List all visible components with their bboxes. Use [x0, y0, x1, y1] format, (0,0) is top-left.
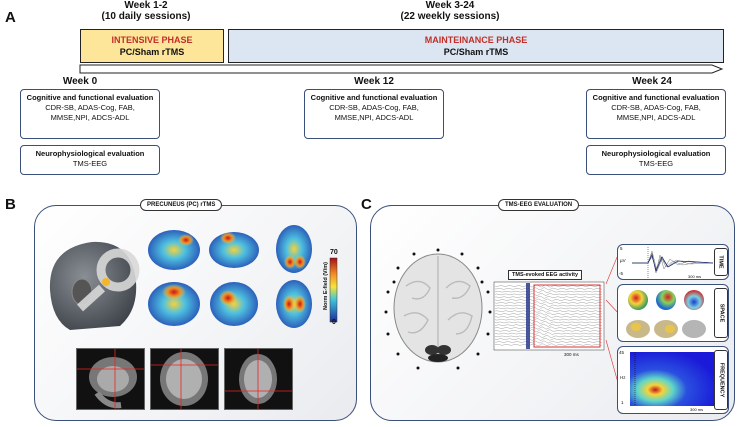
time-y-bot: -5	[619, 271, 624, 276]
eeg-trace-line	[494, 334, 603, 338]
eeg-trace-line	[494, 320, 603, 324]
panel-c-letter: C	[361, 196, 372, 213]
neuro-eval-title: Neurophysiological evaluation	[35, 149, 145, 158]
colorbar-label: Norm E-field (V/m)	[323, 262, 329, 310]
eeg-trace-line	[494, 290, 602, 294]
eeg-activity-label: TMS-evoked EEG activity	[508, 270, 583, 280]
eeg-trace-line	[494, 292, 603, 296]
space-label-box: SPACE	[714, 288, 728, 338]
time-box: 5 µV -5 300 ms TIME	[617, 244, 729, 280]
cog-eval-line1: CDR-SB, ADAS-Cog, FAB,	[329, 103, 419, 112]
eeg-trace-line	[494, 318, 603, 322]
freq-y-unit: Hz	[620, 375, 626, 380]
week-0-label: Week 0	[62, 76, 98, 87]
eeg-trace-line	[494, 323, 603, 327]
colorbar-max: 70	[330, 249, 338, 256]
cog-eval-line1: CDR-SB, ADAS-Cog, FAB,	[45, 103, 135, 112]
time-label-box: TIME	[714, 248, 728, 276]
timeline-arrow	[79, 64, 724, 74]
maintenance-phase-sub: PC/Sham rTMS	[443, 47, 509, 57]
cog-eval-title: Cognitive and functional evaluation	[310, 93, 438, 102]
freq-y-top: 45	[619, 350, 625, 355]
neuro-eval-week0: Neurophysiological evaluation TMS-EEG	[20, 145, 160, 175]
cog-eval-line1: CDR-SB, ADAS-Cog, FAB,	[611, 103, 701, 112]
head-coil-illustration	[49, 241, 140, 330]
eeg-traces	[493, 281, 605, 351]
mri-sagittal-image	[77, 349, 144, 409]
period2-weeks: Week 3-24	[425, 0, 475, 11]
eeg-trace-line	[494, 295, 603, 299]
frequency-box: 45 Hz 1 300 ms FREQUENCY	[617, 346, 729, 414]
time-scale: 300 ms	[688, 274, 702, 279]
cog-eval-week24: Cognitive and functional evaluation CDR-…	[586, 89, 726, 139]
eeg-trace-line	[494, 298, 603, 302]
eeg-head-topview	[384, 248, 492, 370]
cog-eval-title: Cognitive and functional evaluation	[26, 93, 154, 102]
mri-coronal-image	[151, 349, 218, 409]
cog-eval-line2: MMSE,NPI, ADCS-ADL	[334, 113, 414, 122]
frequency-spectrogram	[630, 352, 714, 406]
maintenance-phase-box: MAINTEINANCE PHASE PC/Sham rTMS	[228, 29, 724, 63]
time-y-top: 5	[620, 246, 623, 251]
freq-y-bot: 1	[621, 400, 624, 405]
efield-brain-renderings	[148, 225, 312, 328]
eeg-trace-line	[494, 340, 603, 344]
period2-sessions: (22 weekly sessions)	[400, 11, 500, 22]
eeg-trace-line	[494, 284, 603, 288]
freq-scale: 300 ms	[690, 407, 704, 412]
eeg-trace-line	[494, 309, 603, 313]
space-box: SPACE	[617, 284, 729, 342]
efield-colorbar	[329, 257, 338, 323]
intensive-phase-sub: PC/Sham rTMS	[119, 47, 185, 57]
period1-weeks: Week 1-2	[124, 0, 168, 11]
eeg-trace-line	[495, 306, 603, 310]
time-label: TIME	[718, 255, 725, 269]
space-label: SPACE	[718, 303, 725, 323]
eeg-trace-line	[494, 304, 603, 308]
time-waveforms	[632, 247, 714, 279]
eeg-trace-line	[494, 287, 603, 291]
frequency-label: FREQUENCY	[718, 362, 724, 398]
period1-label: Week 1-2 (10 daily sessions)	[76, 0, 216, 22]
mri-sagittal	[76, 348, 145, 410]
eeg-trace-line	[494, 301, 603, 305]
cog-eval-title: Cognitive and functional evaluation	[592, 93, 720, 102]
mri-axial	[224, 348, 293, 410]
eeg-trace-line	[494, 329, 603, 333]
eeg-trace-line	[494, 337, 603, 341]
panel-c-title: TMS-EEG EVALUATION	[498, 199, 580, 211]
cog-eval-week0: Cognitive and functional evaluation CDR-…	[20, 89, 160, 139]
period2-label: Week 3-24 (22 weekly sessions)	[360, 0, 540, 22]
mri-axial-image	[225, 349, 292, 409]
neuro-eval-line1: TMS-EEG	[638, 159, 674, 168]
panel-b-title: PRECUNEUS (PC) rTMS	[140, 199, 223, 211]
eeg-scale-label: 300 ms	[564, 352, 579, 357]
neuro-eval-title: Neurophysiological evaluation	[601, 149, 711, 158]
intensive-phase-title: INTENSIVE PHASE	[111, 35, 193, 45]
colorbar-min: 0	[332, 319, 336, 326]
neuro-eval-line1: TMS-EEG	[72, 159, 108, 168]
maintenance-phase-title: MAINTEINANCE PHASE	[424, 35, 528, 45]
cog-eval-week12: Cognitive and functional evaluation CDR-…	[304, 89, 444, 139]
eeg-trace-line	[494, 315, 603, 319]
space-topomaps	[626, 290, 706, 338]
time-y-unit: µV	[620, 258, 626, 263]
frequency-label-box: FREQUENCY	[714, 350, 728, 410]
cog-eval-line2: MMSE,NPI, ADCS-ADL	[50, 113, 130, 122]
cog-eval-line2: MMSE,NPI, ADCS-ADL	[616, 113, 696, 122]
eeg-trace-line	[494, 312, 603, 316]
eeg-trace-line	[494, 332, 603, 336]
panel-a-letter: A	[5, 9, 16, 26]
eeg-trace-line	[494, 343, 602, 347]
intensive-phase-box: INTENSIVE PHASE PC/Sham rTMS	[80, 29, 224, 63]
eeg-trace-line	[494, 326, 603, 330]
mri-coronal	[150, 348, 219, 410]
week-12-label: Week 12	[354, 76, 394, 87]
period1-sessions: (10 daily sessions)	[101, 11, 191, 22]
panel-b-letter: B	[5, 196, 16, 213]
neuro-eval-week24: Neurophysiological evaluation TMS-EEG	[586, 145, 726, 175]
week-24-label: Week 24	[632, 76, 672, 87]
